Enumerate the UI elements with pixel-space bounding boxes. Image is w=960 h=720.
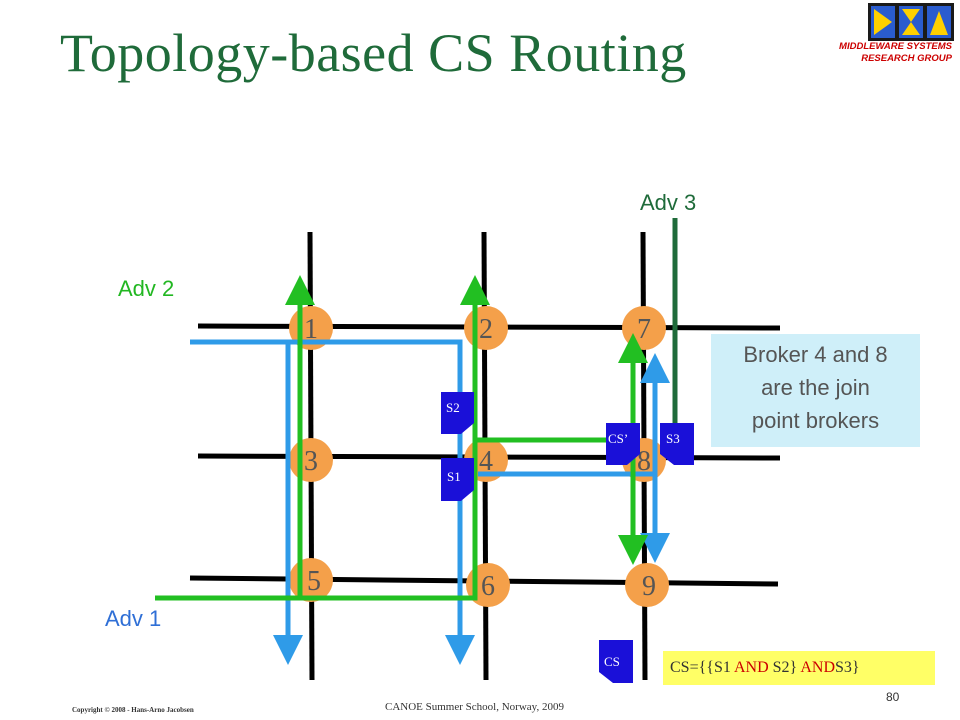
slide-title: Topology-based CS Routing (60, 23, 687, 83)
broker-label: 2 (479, 314, 493, 345)
sub-tag-s3: S3 (660, 423, 694, 465)
broker-2: 2 (464, 306, 508, 350)
broker-label: 7 (637, 314, 651, 345)
blue-path-1 (190, 339, 475, 665)
page-number: 80 (886, 690, 900, 704)
formula-prefix: CS={{S1 (670, 659, 734, 676)
blue-path-2 (273, 339, 460, 665)
sub-label-cs-prime: CS’ (608, 431, 628, 446)
sub-tag-s2: S2 (441, 392, 474, 434)
advertisement-paths (155, 275, 648, 601)
join-point-note: Broker 4 and 8 are the join point broker… (711, 334, 920, 447)
formula-and-1: AND (733, 659, 769, 676)
broker-label: 8 (637, 446, 651, 477)
formula-mid: S2} (768, 659, 801, 676)
adv1-label: Adv 1 (105, 606, 162, 631)
adv1-path (155, 275, 490, 601)
group-line-2: RESEARCH GROUP (861, 53, 952, 64)
sub-label-s1: S1 (447, 469, 461, 484)
formula-suffix: S3} (835, 659, 860, 676)
sub-tag-cs: CS (599, 640, 633, 683)
note-line-3: point brokers (751, 408, 880, 433)
sub-tag-cs-prime: CS’ (606, 423, 640, 465)
adv2-label: Adv 2 (118, 276, 175, 301)
msrg-logo (868, 3, 954, 41)
sub-label-s2: S2 (446, 400, 460, 415)
formula-and-2: AND (800, 659, 836, 676)
sub-label-s3: S3 (666, 431, 680, 446)
cs-formula: CS={{S1 AND S2} ANDS3} (663, 651, 935, 685)
broker-3: 3 (289, 438, 333, 482)
note-line-1: Broker 4 and 8 (743, 342, 888, 367)
subscription-tags: S2 S1 CS’ S3 CS (441, 392, 694, 683)
sub-label-cs: CS (604, 654, 620, 669)
broker-9: 9 (625, 563, 669, 607)
broker-7: 7 (622, 306, 666, 350)
broker-label: 5 (307, 566, 321, 597)
broker-label: 1 (304, 314, 318, 345)
group-line-1: MIDDLEWARE SYSTEMS (839, 41, 952, 52)
research-group-label: MIDDLEWARE SYSTEMS RESEARCH GROUP (839, 41, 952, 65)
copyright: Copyright © 2008 - Hans-Arno Jacobsen (72, 706, 194, 714)
broker-label: 4 (479, 446, 493, 477)
footer-text: CANOE Summer School, Norway, 2009 (385, 701, 564, 713)
adv3-label: Adv 3 (640, 190, 697, 215)
broker-5: 5 (289, 558, 333, 602)
broker-label: 9 (642, 571, 656, 602)
note-line-2: are the join (761, 375, 870, 400)
sub-tag-s1: S1 (441, 458, 474, 501)
subscription-paths (190, 339, 670, 665)
broker-label: 3 (304, 446, 318, 477)
broker-label: 6 (481, 571, 495, 602)
